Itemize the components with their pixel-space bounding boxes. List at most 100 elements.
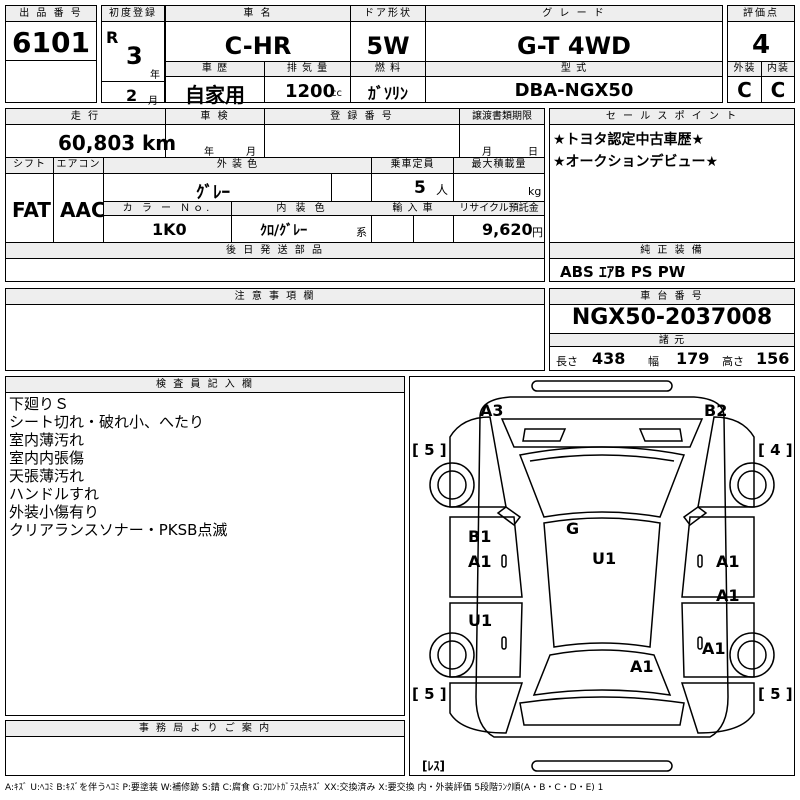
model-box: 型 式 DBA-NGX50 — [425, 61, 723, 103]
int-color: ｸﾛ/ｸﾞﾚｰ — [260, 223, 308, 239]
door-label: ドア形状 — [351, 6, 425, 22]
import-label: 輸 入 車 — [372, 202, 454, 216]
interior-box: 内装 C — [761, 61, 795, 103]
car-name-box: 車 名 C-HR — [165, 5, 351, 62]
displacement-label: 排 気 量 — [265, 62, 350, 77]
spec-label: 諸 元 — [550, 333, 794, 347]
caution-label: 注 意 事 項 欄 — [6, 289, 544, 305]
recycle: 9,620 — [482, 220, 533, 239]
transfer-box: 譲渡書類期限 月 日 — [459, 108, 545, 158]
inspector-notes-box: 検 査 員 記 入 欄 下廻りＳ シート切れ・破れ小、へたり 室内薄汚れ 室内内… — [5, 376, 405, 716]
damage-mark: B2 — [704, 401, 728, 420]
max-load-unit: kg — [528, 185, 542, 198]
color-no: 1K0 — [152, 220, 187, 239]
sales-points-label: セ ー ル ス ポ イ ン ト — [550, 109, 794, 125]
damage-mark: A1 — [630, 657, 654, 676]
transfer-month-unit: 月 — [482, 147, 492, 158]
max-load-label: 最大積載量 — [454, 158, 544, 174]
inspector-note: ハンドルすれ — [9, 485, 100, 503]
capacity: 5 — [414, 178, 426, 198]
damage-mark: B1 — [468, 527, 492, 546]
inspector-note: 下廻りＳ — [9, 395, 70, 413]
fuel: ｶﾞｿﾘﾝ — [367, 84, 408, 103]
damage-legend: A:ｷｽﾞ U:ﾍｺﾐ B:ｷｽﾞを伴うﾍｺﾐ P:要塗装 W:補修跡 S:錆 … — [5, 783, 604, 793]
displacement-unit: cc — [331, 88, 342, 99]
width: 179 — [676, 349, 710, 368]
history-label: 車 歴 — [166, 62, 264, 77]
chassis-label: 車 台 番 号 — [550, 289, 794, 305]
caution-box: 注 意 事 項 欄 — [5, 288, 545, 371]
damage-mark: U1 — [468, 611, 493, 630]
registration-box: 登 録 番 号 — [264, 108, 460, 158]
length-label: 長さ — [556, 355, 578, 368]
equipment: ABS ｴｱB PS PW — [560, 263, 686, 281]
height-label: 高さ — [722, 355, 744, 368]
fuel-label: 燃 料 — [351, 62, 425, 77]
int-color-label: 内 装 色 — [232, 202, 372, 216]
inspector-note: クリアランスソナー・PKSB点滅 — [9, 521, 228, 539]
damage-mark: G — [566, 519, 580, 538]
exterior-box: 外装 C — [727, 61, 762, 103]
capacity-unit: 人 — [436, 183, 449, 197]
equipment-label: 純 正 装 備 — [550, 243, 794, 259]
car-diagram: A3 B2 G B1 A1 U1 A1 A1 U1 A1 A1 [ 5 ] [ … — [409, 376, 795, 776]
inspector-note: 天張薄汚れ — [9, 467, 85, 485]
width-label: 幅 — [648, 355, 659, 368]
exterior-grade: C — [737, 78, 752, 102]
length: 438 — [592, 349, 626, 368]
later-parts-box: 後 日 発 送 部 品 — [5, 242, 545, 282]
era: R — [106, 28, 119, 47]
lot-number-box: 出 品 番 号 6101 — [5, 5, 97, 61]
shift-ac-color-box: シフト エアコン 外 装 色 乗車定員 最大積載量 FAT AAC ｸﾞﾚｰ 5… — [5, 157, 545, 244]
door-type: 5W — [366, 32, 410, 60]
damage-mark: U1 — [592, 549, 617, 568]
shift: FAT — [12, 198, 51, 222]
registration-label: 登 録 番 号 — [265, 109, 459, 125]
model: DBA-NGX50 — [514, 80, 634, 101]
sales-points-box: セ ー ル ス ポ イ ン ト ★トヨタ認定中古車歴★ ★オークションデビュー★ — [549, 108, 795, 243]
door-box: ドア形状 5W — [350, 5, 426, 62]
damage-mark: A3 — [480, 401, 504, 420]
inspector-note: 室内内張傷 — [9, 449, 85, 467]
ext-color: ｸﾞﾚｰ — [196, 183, 230, 203]
history-box: 車 歴 自家用 — [165, 61, 265, 107]
first-registration-label: 初度登録 — [102, 6, 164, 22]
inspector-note: 外装小傷有り — [9, 503, 100, 521]
inspection-year-unit: 年 — [204, 147, 214, 158]
score-label: 評価点 — [728, 6, 794, 22]
exterior-label: 外装 — [728, 62, 761, 77]
first-registration-box: 初度登録 R 3 年 2 月 — [101, 5, 165, 107]
inspector-notes-list: 下廻りＳ シート切れ・破れ小、へたり 室内薄汚れ 室内内張傷 天張薄汚れ ハンド… — [9, 395, 227, 539]
score: 4 — [751, 30, 771, 60]
tire-tread-front-right: [ 4 ] — [758, 441, 793, 459]
ac-label: エアコン — [54, 158, 104, 174]
first-reg-month: 2 — [126, 86, 138, 105]
interior-grade: C — [770, 78, 786, 102]
mileage-box: 走 行 60,803 km — [5, 108, 176, 158]
equipment-box: 純 正 装 備 ABS ｴｱB PS PW — [549, 242, 795, 282]
int-color-suffix: 系 — [356, 226, 367, 239]
inspector-notes-label: 検 査 員 記 入 欄 — [6, 377, 404, 393]
tire-tread-front-left: [ 5 ] — [412, 441, 447, 459]
lot-blank-box — [5, 60, 97, 103]
model-label: 型 式 — [426, 62, 722, 77]
displacement: 1200 — [285, 81, 336, 102]
grade-label: グ レ ー ド — [426, 6, 722, 22]
tire-tread-rear-right: [ 5 ] — [758, 685, 793, 703]
fuel-box: 燃 料 ｶﾞｿﾘﾝ — [350, 61, 426, 103]
damage-mark: A1 — [468, 552, 492, 571]
damage-mark: A1 — [702, 639, 726, 658]
mileage-label: 走 行 — [6, 109, 165, 125]
ext-color-label: 外 装 色 — [104, 158, 372, 174]
inspection-month-unit: 月 — [246, 147, 256, 158]
chassis-number: NGX50-2037008 — [571, 305, 773, 330]
chassis-box: 車 台 番 号 NGX50-2037008 諸 元 長さ 438 幅 179 高… — [549, 288, 795, 371]
transfer-day-unit: 日 — [528, 147, 538, 158]
color-no-label: カ ラ ー Ｎｏ. — [104, 202, 232, 216]
displacement-box: 排 気 量 1200 cc — [264, 61, 351, 103]
grade-box: グ レ ー ド G-T 4WD — [425, 5, 723, 62]
score-box: 評価点 4 — [727, 5, 795, 62]
transfer-label: 譲渡書類期限 — [460, 109, 544, 125]
sales-point: ★オークションデビュー★ — [553, 154, 719, 170]
inspector-note: 室内薄汚れ — [9, 431, 85, 449]
